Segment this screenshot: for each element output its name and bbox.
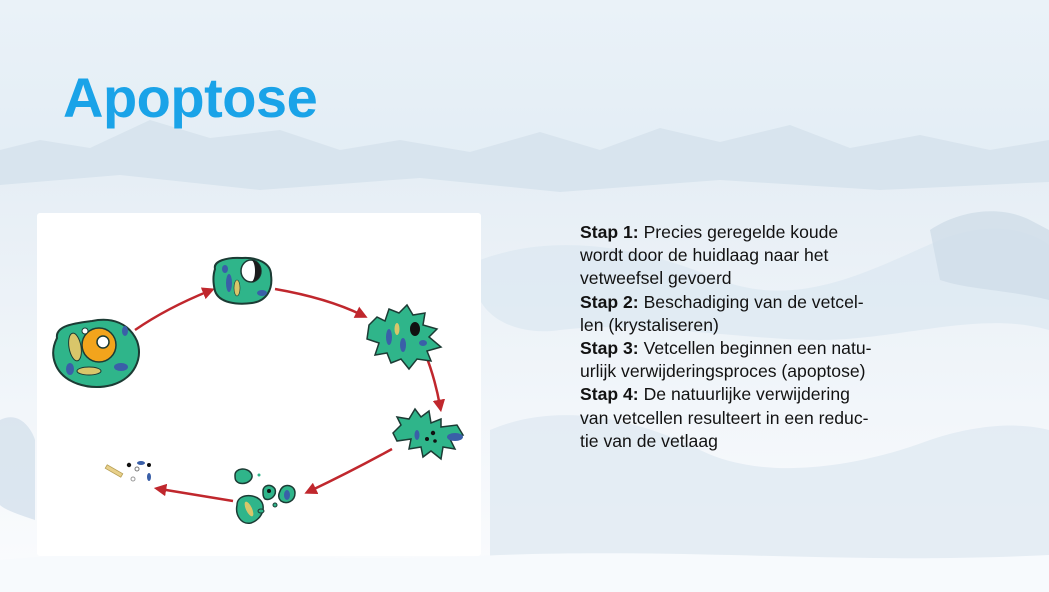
step-4-line-2: van vetcellen resulteert in een reduc- bbox=[580, 407, 869, 428]
apoptotic-bodies bbox=[234, 468, 296, 524]
step-4-label: Stap 4: bbox=[580, 384, 639, 405]
step-1-line-3: vetweefsel gevoerd bbox=[580, 268, 732, 289]
step-4-line-3: tie van de vetlaag bbox=[580, 430, 718, 451]
apoptosis-cell-cycle-diagram bbox=[52, 256, 465, 524]
step-1-label: Stap 1: bbox=[580, 222, 639, 242]
step-4-line-1: De natuurlijke verwijdering bbox=[643, 384, 850, 405]
step-3-label: Stap 3: bbox=[580, 338, 639, 359]
step-4: Stap 4: De natuurlijke verwijdering van … bbox=[580, 383, 980, 453]
crystallizing-fat-cell bbox=[366, 303, 443, 371]
step-2-line-1: Beschadiging van de vetcel- bbox=[643, 291, 864, 312]
cooled-fat-cell bbox=[212, 256, 273, 305]
healthy-fat-cell bbox=[52, 318, 140, 388]
step-1-line-1: Precies geregelde koude bbox=[643, 222, 839, 242]
step-2-label: Stap 2: bbox=[580, 291, 639, 312]
step-1: Stap 1: Precies geregelde koude wordt do… bbox=[580, 221, 980, 291]
step-2-line-2: len (krystaliseren) bbox=[580, 314, 719, 335]
arrow-1-to-2 bbox=[134, 287, 215, 332]
arrow-2-to-3 bbox=[274, 287, 368, 318]
step-2: Stap 2: Beschadiging van de vetcel- len … bbox=[580, 291, 980, 337]
step-1-line-2: wordt door de huidlaag naar het bbox=[580, 245, 829, 266]
arrow-5-to-6 bbox=[153, 483, 234, 503]
steps-text: Stap 1: Precies geregelde koude wordt do… bbox=[580, 221, 980, 453]
apoptotic-fat-cell bbox=[392, 407, 465, 461]
step-3-line-1: Vetcellen beginnen een natu- bbox=[643, 338, 872, 359]
apoptosis-diagram-card bbox=[37, 213, 481, 556]
step-3: Stap 3: Vetcellen beginnen een natu- url… bbox=[580, 337, 980, 383]
arrow-4-to-5 bbox=[304, 447, 393, 494]
cell-debris bbox=[104, 461, 151, 482]
slide-title: Apoptose bbox=[63, 66, 318, 129]
step-3-line-2: urlijk verwijderingsproces (apoptose) bbox=[580, 361, 866, 382]
